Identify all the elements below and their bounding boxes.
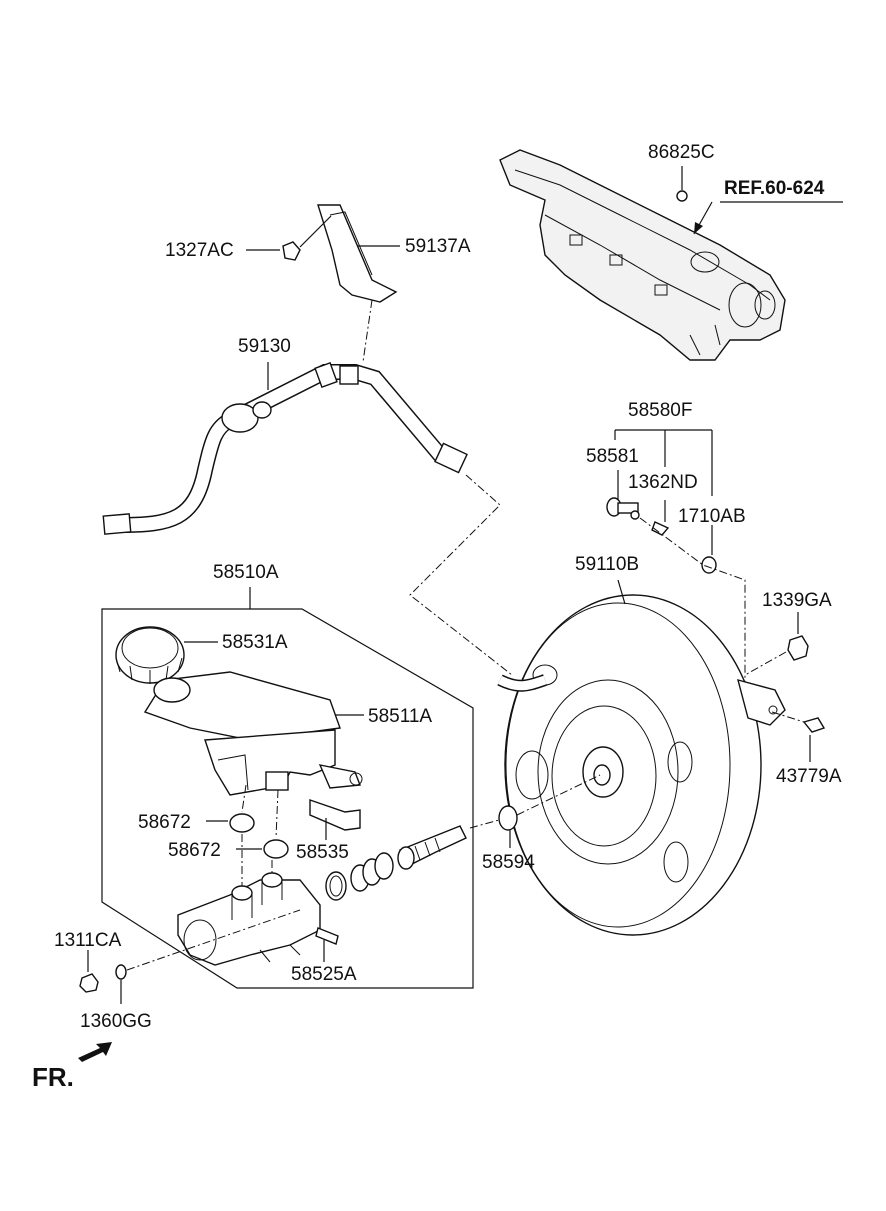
label-58581: 58581	[586, 446, 639, 467]
clip-43779A	[802, 717, 826, 733]
label-59137A: 59137A	[405, 236, 471, 257]
label-58511A: 58511A	[368, 706, 432, 727]
sensor-58535	[309, 799, 361, 831]
label-58580F: 58580F	[628, 400, 692, 421]
master-cylinder-assembly-box	[101, 608, 474, 989]
o-ring-seal	[325, 871, 347, 901]
bolt-58525A	[315, 927, 339, 945]
label-58672-lower: 58672	[168, 840, 221, 861]
push-rod-boot	[397, 825, 467, 870]
label-59130: 59130	[238, 336, 291, 357]
label-58594: 58594	[482, 852, 535, 873]
label-58531A: 58531A	[222, 632, 288, 653]
label-58525A: 58525A	[291, 964, 357, 985]
label-58672-upper: 58672	[138, 812, 191, 833]
label-1360GG: 1360GG	[80, 1011, 152, 1032]
label-86825C: 86825C	[648, 142, 715, 163]
front-direction-arrow-icon	[78, 1042, 112, 1062]
master-cylinder-body	[177, 872, 321, 966]
grommet-58672-lower	[263, 839, 289, 859]
label-58510A: 58510A	[213, 562, 279, 583]
label-43779A: 43779A	[776, 766, 842, 787]
label-1339GA: 1339GA	[762, 590, 832, 611]
label-1710AB: 1710AB	[678, 506, 746, 527]
label-front: FR.	[32, 1062, 74, 1092]
piston-seal	[350, 852, 394, 892]
label-59110B: 59110B	[575, 554, 639, 575]
grommet-58672-upper	[229, 813, 255, 833]
nut-1339GA	[787, 635, 809, 661]
label-1362ND: 1362ND	[628, 472, 698, 493]
washer-1360GG	[115, 964, 127, 980]
pin-58581	[606, 497, 640, 520]
label-1327AC: 1327AC	[165, 240, 234, 261]
label-ref-60-624: REF.60-624	[724, 178, 825, 199]
label-58535: 58535	[296, 842, 349, 863]
nut-1311CA	[79, 973, 99, 993]
vacuum-hose-59130	[102, 361, 468, 535]
reservoir-58511A	[143, 671, 363, 796]
dash-panel-ref-part	[499, 149, 786, 361]
nut-1327AC	[282, 241, 301, 261]
washer-1710AB	[701, 556, 717, 574]
nut-86825C	[676, 190, 688, 202]
bracket-59137A	[317, 204, 398, 303]
brake-booster-59110B	[497, 594, 786, 936]
label-1311CA: 1311CA	[54, 930, 122, 951]
reservoir-cap-58531A	[115, 626, 185, 684]
seal-ring-58594	[498, 805, 518, 831]
